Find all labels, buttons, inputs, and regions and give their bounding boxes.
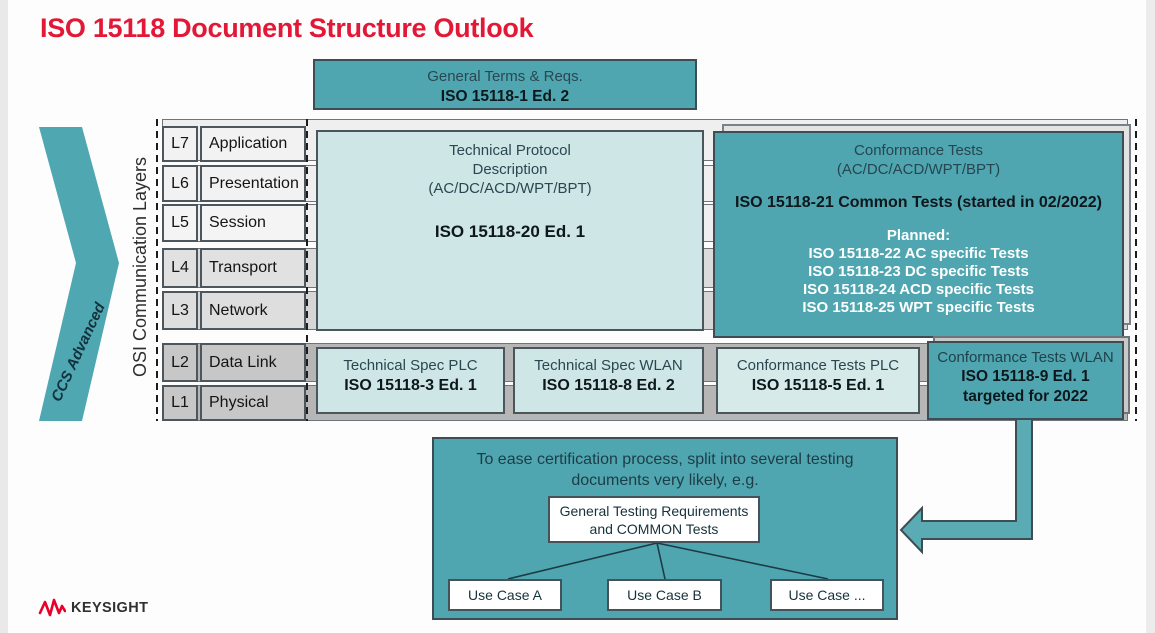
certification-heading-line1: To ease certification process, split int…: [476, 451, 854, 468]
layer-name-l5: Session: [200, 204, 306, 242]
conformance-wlan-title: Conformance Tests WLAN: [937, 349, 1114, 366]
conformance-wlan-doc: ISO 15118-9 Ed. 1: [961, 368, 1090, 385]
spec-plc-doc: ISO 15118-3 Ed. 1: [344, 377, 477, 394]
general-testing-line2: and COMMON Tests: [589, 520, 719, 537]
general-testing-line1: General Testing Requirements: [559, 502, 749, 519]
spec-wlan-doc: ISO 15118-8 Ed. 2: [542, 377, 675, 394]
spec-plc-title: Technical Spec PLC: [343, 357, 478, 374]
protocol-line1: Technical Protocol: [449, 142, 571, 159]
layer-id-l5: L5: [162, 204, 198, 242]
planned-item-1: ISO 15118-22 AC specific Tests: [808, 245, 1029, 262]
layer-id-l1: L1: [162, 385, 198, 421]
dashed-line-right: [1135, 119, 1137, 421]
layer-id-l6: L6: [162, 165, 198, 202]
conformance-doc: ISO 15118-21 Common Tests (started in 02…: [735, 194, 1102, 211]
page-title: ISO 15118 Document Structure Outlook: [40, 13, 534, 43]
spec-wlan-title: Technical Spec WLAN: [534, 357, 683, 374]
layer-id-l3: L3: [162, 291, 198, 330]
spec-box-wlan: Technical Spec WLAN ISO 15118-8 Ed. 2: [513, 347, 704, 414]
protocol-description-box: Technical Protocol Description (AC/DC/AC…: [316, 130, 704, 331]
osi-layers-label: OSI Communication Layers: [129, 156, 150, 378]
conformance-tests-box: Conformance Tests (AC/DC/ACD/WPT/BPT) IS…: [713, 131, 1124, 338]
planned-item-2: ISO 15118-23 DC specific Tests: [808, 263, 1029, 280]
conformance-plc-doc: ISO 15118-5 Ed. 1: [751, 377, 885, 394]
keysight-spark-icon: [38, 598, 66, 617]
general-testing-box: General Testing Requirements and COMMON …: [548, 496, 760, 543]
layer-name-l2: Data Link: [200, 343, 306, 382]
conformance-plc-title: Conformance Tests PLC: [736, 357, 900, 374]
conformance-line2: (AC/DC/ACD/WPT/BPT): [836, 161, 1001, 178]
use-case-box-etc: Use Case ...: [770, 579, 884, 611]
conformance-box-plc: Conformance Tests PLC ISO 15118-5 Ed. 1: [716, 347, 920, 414]
layer-id-l4: L4: [162, 248, 198, 288]
protocol-doc: ISO 15118-20 Ed. 1: [434, 222, 586, 241]
use-case-box-a: Use Case A: [448, 579, 562, 611]
protocol-line3: (AC/DC/ACD/WPT/BPT): [428, 180, 592, 197]
chevron-arrow: [39, 127, 119, 421]
use-case-box-b: Use Case B: [607, 579, 722, 611]
keysight-logo-text: KEYSIGHT: [71, 600, 149, 616]
planned-item-3: ISO 15118-24 ACD specific Tests: [803, 281, 1034, 298]
general-terms-title: General Terms & Reqs.: [427, 68, 583, 85]
spec-box-plc: Technical Spec PLC ISO 15118-3 Ed. 1: [316, 347, 505, 414]
layer-id-l2: L2: [162, 343, 198, 382]
layer-id-l7: L7: [162, 126, 198, 162]
general-terms-box: General Terms & Reqs. ISO 15118-1 Ed. 2: [313, 59, 697, 110]
dashed-line-middle: [306, 119, 308, 421]
planned-title: Planned:: [886, 227, 951, 244]
dashed-line-left: [156, 119, 158, 421]
keysight-logo: KEYSIGHT: [38, 597, 148, 619]
conformance-box-wlan: Conformance Tests WLAN ISO 15118-9 Ed. 1…: [927, 341, 1124, 420]
layer-name-l1: Physical: [200, 385, 306, 421]
general-terms-doc: ISO 15118-1 Ed. 2: [440, 88, 570, 105]
use-case-connector-lines: [507, 542, 829, 580]
layer-name-l7: Application: [200, 126, 306, 162]
protocol-line2: Description: [472, 161, 548, 178]
layer-name-l4: Transport: [200, 248, 306, 288]
conformance-line1: Conformance Tests: [854, 142, 983, 159]
conformance-wlan-doc2: targeted for 2022: [963, 388, 1088, 405]
layer-name-l3: Network: [200, 291, 306, 330]
layer-name-l6: Presentation: [200, 165, 306, 202]
planned-item-4: ISO 15118-25 WPT specific Tests: [802, 299, 1035, 316]
certification-heading-line2: documents very likely, e.g.: [571, 472, 759, 489]
